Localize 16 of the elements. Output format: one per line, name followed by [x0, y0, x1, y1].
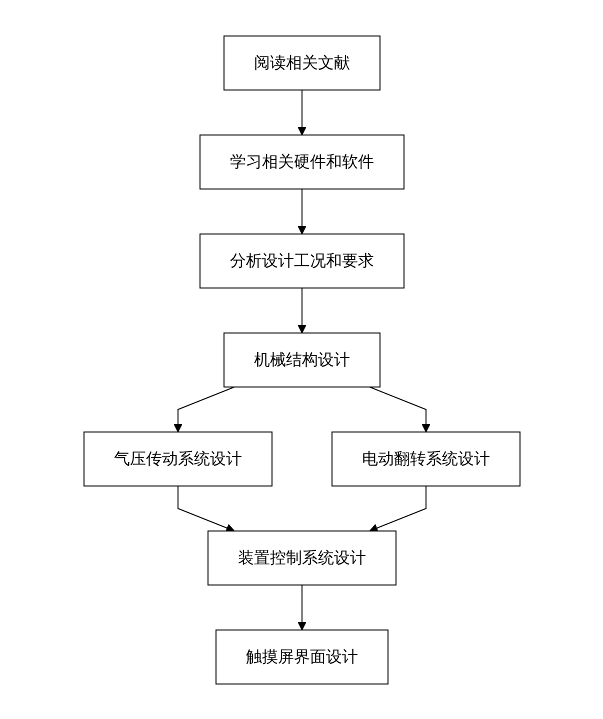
node-box: 机械结构设计	[223, 332, 380, 387]
node-box: 触摸屏界面设计	[215, 629, 388, 684]
arrow	[297, 89, 306, 135]
arrow	[297, 584, 306, 630]
arrow	[368, 485, 426, 532]
arrow	[368, 386, 430, 432]
node-box: 阅读相关文献	[223, 35, 380, 90]
node-box: 电动翻转系统设计	[331, 431, 520, 486]
arrow	[297, 188, 306, 234]
node-box: 分析设计工况和要求	[199, 233, 404, 288]
node-box: 装置控制系统设计	[207, 530, 396, 585]
node-box: 气压传动系统设计	[83, 431, 272, 486]
arrow	[173, 386, 234, 432]
arrow	[177, 485, 234, 532]
node-box: 学习相关硬件和软件	[199, 134, 404, 189]
arrow	[297, 287, 306, 333]
